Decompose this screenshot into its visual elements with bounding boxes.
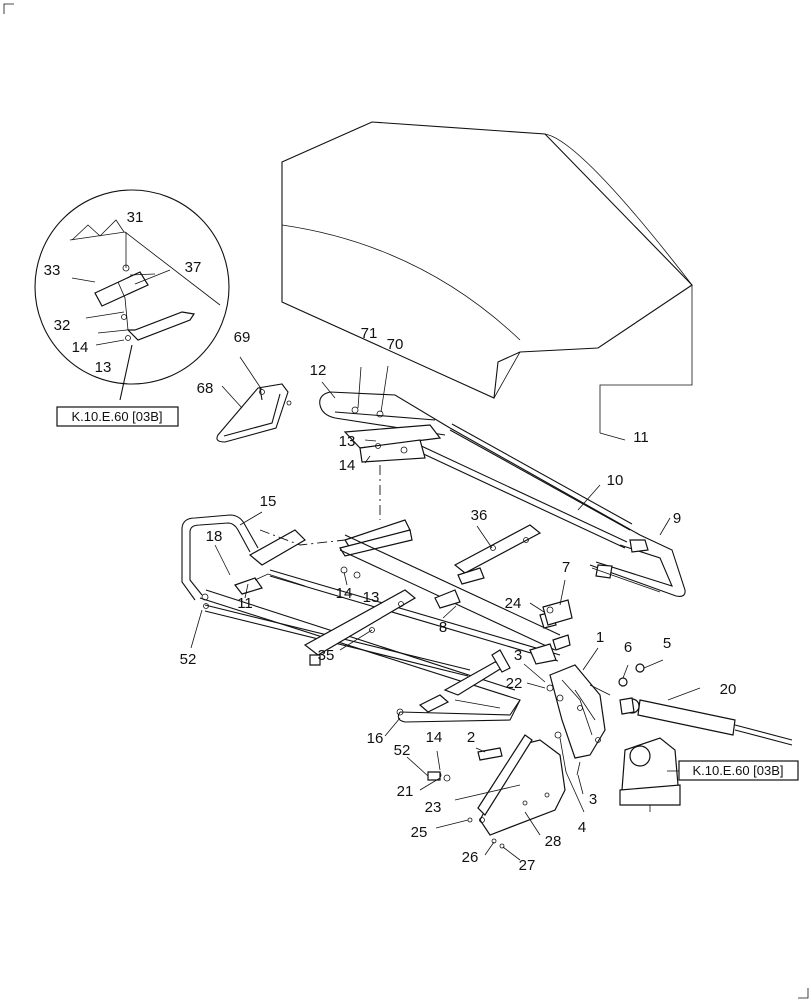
callout-15: 15	[260, 493, 277, 510]
callout-18: 18	[206, 528, 223, 545]
upper-rail-assembly	[319, 391, 686, 597]
callout-52: 52	[180, 651, 197, 668]
callout-11: 11	[633, 429, 649, 446]
callout-71: 71	[361, 325, 378, 342]
drive-shaft-20	[619, 697, 793, 746]
callout-22: 22	[506, 675, 523, 692]
reference-left-label[interactable]: K.10.E.60 [03B]	[71, 409, 162, 424]
callout-26: 26	[462, 849, 479, 866]
callout-14: 14	[339, 457, 356, 474]
callout-36: 36	[471, 507, 488, 524]
callout-12: 12	[310, 362, 327, 379]
callout-21: 21	[397, 783, 414, 800]
callout-27: 27	[519, 857, 536, 874]
callout-11: 11	[237, 595, 253, 612]
handle-68	[216, 383, 292, 443]
callout-68: 68	[197, 380, 214, 397]
callout-7: 7	[562, 559, 570, 576]
callout-35: 35	[318, 647, 335, 664]
middle-brackets	[259, 465, 573, 665]
callout-37: 37	[185, 259, 202, 276]
callout-9: 9	[673, 510, 681, 527]
callout-3: 3	[514, 647, 522, 664]
shield-28	[477, 734, 566, 836]
leader-lines	[129, 273, 701, 861]
callout-70: 70	[387, 336, 404, 353]
callout-32: 32	[54, 317, 71, 334]
callout-1: 1	[596, 629, 604, 646]
reference-left[interactable]: K.10.E.60 [03B]	[56, 406, 179, 427]
callout-8: 8	[439, 619, 447, 636]
detail-circle	[34, 189, 230, 401]
callouts: 31 33 37 32 14 13 69 68 71 70 12 13 14 1…	[44, 209, 737, 874]
callout-5: 5	[663, 635, 671, 652]
callout-6: 6	[624, 639, 632, 656]
bracket-1	[549, 664, 611, 759]
grain-tank	[281, 121, 693, 433]
callout-20: 20	[720, 681, 737, 698]
lower-rail-assembly	[181, 514, 561, 779]
gearbox	[619, 737, 681, 812]
reference-right-label[interactable]: K.10.E.60 [03B]	[692, 763, 783, 778]
callout-13: 13	[363, 589, 380, 606]
callout-13: 13	[95, 359, 112, 376]
corner-marks	[3, 3, 809, 999]
callout-13: 13	[339, 433, 356, 450]
callout-25: 25	[411, 824, 428, 841]
callout-31: 31	[127, 209, 144, 226]
callout-52: 52	[394, 742, 411, 759]
callout-23: 23	[425, 799, 442, 816]
callout-10: 10	[607, 472, 624, 489]
callout-14: 14	[336, 585, 353, 602]
callout-2: 2	[467, 729, 475, 746]
callout-24: 24	[505, 595, 522, 612]
callout-4: 4	[578, 819, 586, 836]
callout-16: 16	[367, 730, 384, 747]
callout-3: 3	[589, 791, 597, 808]
callout-28: 28	[545, 833, 562, 850]
callout-14: 14	[72, 339, 89, 356]
callout-14: 14	[426, 729, 443, 746]
callout-33: 33	[44, 262, 61, 279]
callout-69: 69	[234, 329, 251, 346]
reference-right[interactable]: K.10.E.60 [03B]	[678, 760, 799, 781]
